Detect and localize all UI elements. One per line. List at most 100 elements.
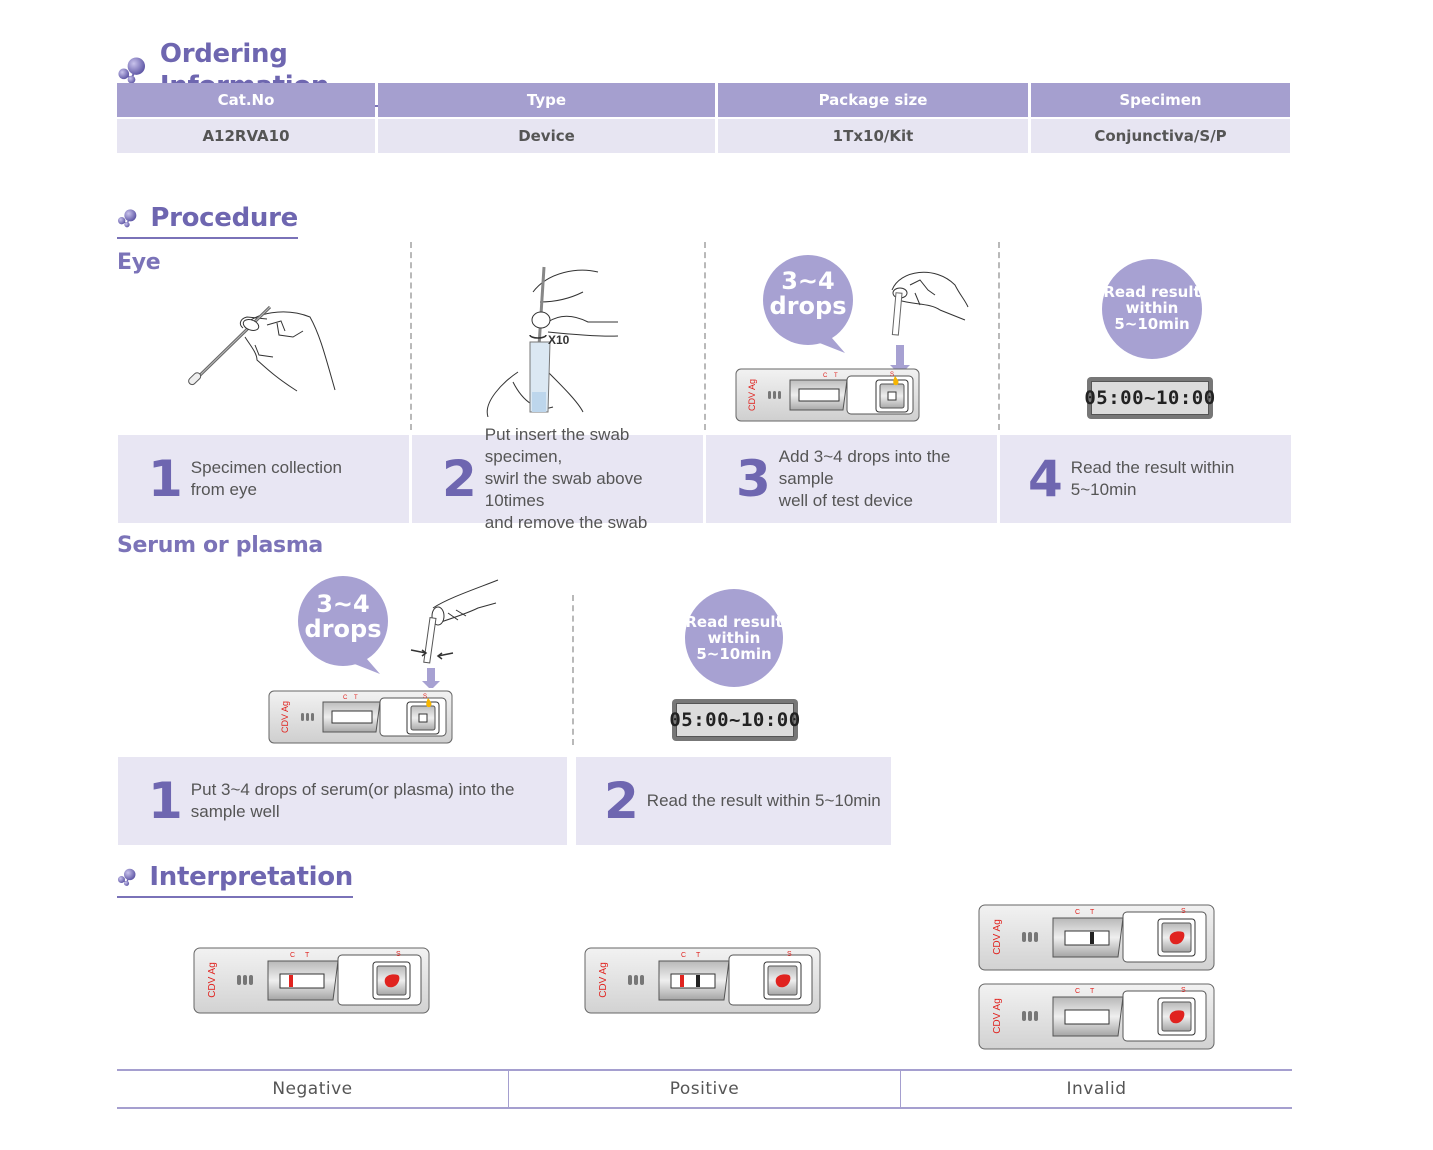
timer-display: 05:00~10:00 [1084,377,1215,419]
cell-package-size: 1Tx10/Kit [718,117,1028,153]
read-result-line: Read result [685,613,783,631]
eye-step-1: 1 Specimen collection from eye [118,435,409,523]
control-line [289,975,293,987]
drops-word: drops [304,615,382,644]
serum-step-1: 1 Put 3~4 drops of serum(or plasma) into… [118,757,567,845]
section-title-interpretation: Interpretation [117,861,353,898]
eye-subtitle: Eye [117,250,161,275]
molecule-icon [118,57,146,84]
section-title-text: Procedure [150,203,298,233]
s-mark: S [423,694,427,700]
hand-swab-illustration [890,271,969,375]
s-mark: S [1181,987,1186,994]
step-text-line: Specimen collection [190,458,342,477]
section-title-text: Interpretation [149,862,353,892]
step-number: 3 [736,450,771,508]
timer-display: 05:00~10:00 [669,699,800,741]
device-label: CDV Ag [207,962,218,998]
device-label: CDV Ag [992,998,1003,1034]
drops-bubble: 3~4 drops [295,576,395,676]
drops-count: 3~4 [781,267,835,295]
result-label-negative: Negative [117,1071,509,1107]
section-title-procedure: Procedure [117,202,298,239]
step-number: 2 [604,772,639,830]
step-number: 2 [442,450,477,508]
divider [998,242,1000,430]
c-mark: C [1075,988,1080,995]
step-text-line: sample well [190,802,280,821]
read-result-line: 5~10min [696,644,772,663]
t-mark: T [305,952,310,959]
step-text-line: and remove the swab [484,513,648,532]
step-text-line: Add 3~4 drops into the sample [778,447,951,488]
read-result-text: Read result within 5~10min [1100,283,1204,333]
c-mark: C [823,373,828,379]
molecule-icon [117,868,136,886]
t-mark: T [696,952,701,959]
hand-pipette-illustration [410,579,499,688]
test-device-positive: CDV Ag C T S [584,947,821,1014]
drops-word: drops [769,292,847,321]
ordering-table: Cat.No Type Package size Specimen A12RVA… [114,83,1293,153]
s-mark: S [1181,908,1186,915]
drops-bubble: 3~4 drops [760,255,860,355]
s-mark: S [396,951,401,958]
test-line [1090,932,1094,944]
read-result-line: Read result [1103,283,1201,301]
c-mark: C [343,695,348,701]
step-number: 1 [148,772,183,830]
test-device-illustration: CDV Ag C T S [268,690,453,744]
divider [704,242,706,430]
step-number: 1 [148,450,183,508]
result-labels-row: Negative Positive Invalid [117,1069,1292,1109]
swirl-count-label: X10 [548,333,570,347]
serum-subtitle: Serum or plasma [117,533,323,558]
molecule-icon [117,209,137,228]
step-text-line: Put 3~4 drops of serum(or plasma) into t… [190,780,515,799]
step-text-line: Read the result within 5~10min [646,791,881,810]
step-text-line: from eye [190,480,257,499]
test-device-illustration: CDV Ag C T S [735,368,920,422]
t-mark: T [1090,909,1095,916]
read-result-line: 5~10min [1114,314,1190,333]
read-result-line: within [1125,298,1179,317]
column-header-package-size: Package size [718,83,1028,117]
device-label: CDV Ag [992,919,1003,955]
step-text-line: swirl the swab above 10times [484,469,643,510]
step-text-line: well of test device [778,491,913,510]
read-result-line: within [707,628,761,647]
serum-step-2: 2 Read the result within 5~10min [576,757,891,845]
table-row: A12RVA10 Device 1Tx10/Kit Conjunctiva/S/… [117,117,1290,153]
eye-step-2: 2 Put insert the swab specimen, swirl th… [412,425,703,532]
eye-step-3: 3 Add 3~4 drops into the sample well of … [706,435,997,523]
c-mark: C [681,952,686,959]
eye-step-4: 4 Read the result within 5~10min [1000,435,1291,523]
control-line [680,975,684,987]
t-mark: T [1090,988,1095,995]
device-label: CDV Ag [598,962,609,998]
t-mark: T [354,695,358,701]
s-mark: S [890,372,894,378]
c-mark: C [1075,909,1080,916]
s-mark: S [787,951,792,958]
c-mark: C [290,952,295,959]
cell-type: Device [378,117,715,153]
drops-count: 3~4 [316,590,370,618]
result-label-positive: Positive [509,1071,901,1107]
step-text-line: Put insert the swab specimen, [484,425,630,466]
cell-cat-no: A12RVA10 [117,117,375,153]
column-header-specimen: Specimen [1031,83,1290,117]
t-mark: T [834,373,838,379]
divider [410,242,412,430]
timer-text: 05:00~10:00 [669,703,800,737]
device-label: CDV Ag [747,379,757,411]
cell-specimen: Conjunctiva/S/P [1031,117,1290,153]
test-device-invalid: CDV Ag C T S [978,904,1215,971]
result-label-invalid: Invalid [1066,1079,1127,1099]
test-device-invalid: CDV Ag C T S [978,983,1215,1050]
divider [572,595,574,745]
swab-collection-illustration [188,305,336,392]
step-number: 4 [1028,450,1063,508]
timer-text: 05:00~10:00 [1084,381,1215,415]
column-header-cat-no: Cat.No [117,83,375,117]
